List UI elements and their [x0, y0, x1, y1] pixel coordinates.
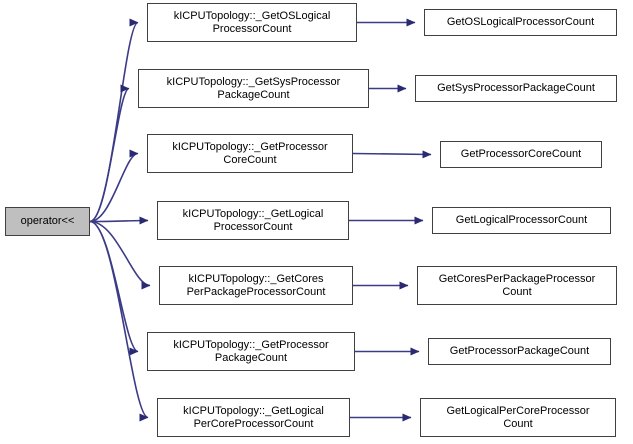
graph-node-label: GetCoresPerPackageProcessor Count [438, 272, 596, 298]
graph-node-mid-get-os-logical-processor-count[interactable]: kICPUTopology::_GetOSLogical ProcessorCo… [147, 3, 357, 42]
graph-node-mid-get-processor-package-count[interactable]: kICPUTopology::_GetProcessor PackageCoun… [147, 332, 355, 371]
edge-root-to-processor-package [89, 220, 139, 356]
graph-node-label: kICPUTopology::_GetLogical ProcessorCoun… [182, 207, 324, 233]
graph-node-leaf-get-sys-processor-package-count[interactable]: GetSysProcessorPackageCount [415, 75, 617, 102]
graph-node-label: kICPUTopology::_GetProcessor CoreCount [172, 140, 328, 166]
graph-node-leaf-get-logical-processor-count[interactable]: GetLogicalProcessorCount [432, 207, 611, 234]
graph-node-mid-get-logical-per-core-processor-count[interactable]: kICPUTopology::_GetLogical PerCoreProces… [157, 398, 350, 437]
graph-node-leaf-get-logical-per-core-processor-count[interactable]: GetLogicalPerCoreProcessor Count [420, 398, 616, 437]
edge-root-to-sys-processor-package [89, 84, 130, 223]
graph-node-label: GetLogicalProcessorCount [455, 214, 588, 226]
graph-node-label: kICPUTopology::_GetSysProcessor PackageC… [166, 75, 341, 101]
graph-node-label: GetLogicalPerCoreProcessor Count [446, 404, 590, 430]
edge-root-to-logical-per-core [89, 220, 149, 422]
edge-root-to-processor-core [89, 149, 139, 223]
graph-node-label: GetOSLogicalProcessorCount [446, 16, 595, 28]
graph-node-mid-get-processor-core-count[interactable]: kICPUTopology::_GetProcessor CoreCount [147, 134, 353, 173]
graph-node-leaf-get-cores-per-package-processor-count[interactable]: GetCoresPerPackageProcessor Count [417, 266, 617, 305]
graph-node-mid-get-cores-per-package-processor-count[interactable]: kICPUTopology::_GetCores PerPackageProce… [159, 266, 353, 305]
graph-node-label: kICPUTopology::_GetLogical PerCoreProces… [183, 404, 324, 430]
graph-node-mid-get-sys-processor-package-count[interactable]: kICPUTopology::_GetSysProcessor PackageC… [138, 69, 369, 108]
graph-node-label: GetProcessorPackageCount [449, 345, 590, 357]
graph-node-root[interactable]: operator<< [5, 207, 90, 236]
edge-processor-core-to-leaf [352, 150, 432, 159]
edge-root-to-os-logical [89, 18, 139, 223]
edge-root-to-logical-processor [89, 216, 149, 225]
graph-node-label: GetProcessorCoreCount [460, 148, 582, 160]
graph-node-leaf-get-processor-core-count[interactable]: GetProcessorCoreCount [440, 141, 602, 168]
graph-node-leaf-get-os-logical-processor-count[interactable]: GetOSLogicalProcessorCount [424, 9, 617, 36]
graph-node-mid-get-logical-processor-count[interactable]: kICPUTopology::_GetLogical ProcessorCoun… [157, 201, 349, 240]
graph-node-label: GetSysProcessorPackageCount [437, 82, 595, 94]
graph-node-label: kICPUTopology::_GetProcessor PackageCoun… [173, 338, 329, 364]
graph-node-leaf-get-processor-package-count[interactable]: GetProcessorPackageCount [428, 338, 611, 365]
graph-node-label: operator<< [20, 215, 75, 227]
graph-node-label: kICPUTopology::_GetOSLogical ProcessorCo… [173, 9, 331, 35]
graph-node-label: kICPUTopology::_GetCores PerPackageProce… [186, 272, 326, 298]
edge-root-to-cores-per-package [89, 220, 151, 290]
